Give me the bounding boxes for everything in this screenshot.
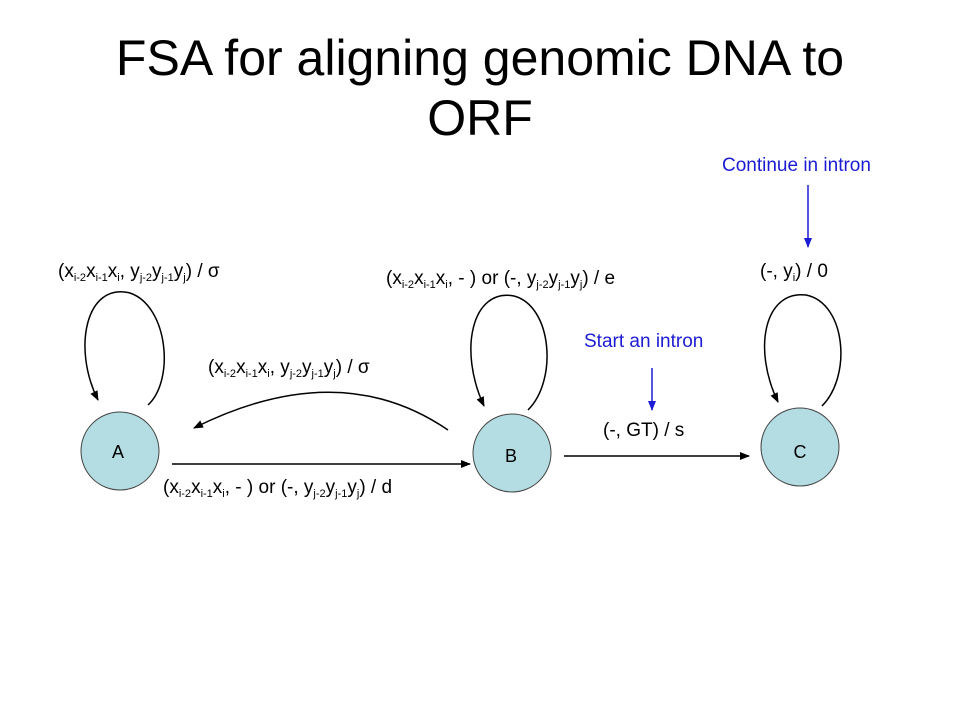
- subscript: i-2: [178, 488, 192, 500]
- subscript: i-2: [73, 272, 87, 284]
- subscript: j-2: [139, 272, 153, 284]
- transition-label-b-self: (xi-2xi-1xi, - ) or (-, yj-2yj-1yj) / e: [386, 268, 616, 291]
- subscript: j-1: [558, 279, 571, 291]
- loop-a: [84, 291, 165, 406]
- subscript: i-1: [423, 279, 436, 291]
- subscript: j: [579, 279, 583, 291]
- subscript: i: [445, 279, 448, 291]
- subscript: j-2: [289, 368, 303, 380]
- state-a-circle: [80, 411, 160, 491]
- state-a-label: A: [111, 442, 124, 462]
- subscript: j-1: [161, 272, 174, 284]
- loop-c: [763, 294, 842, 407]
- subscript: i-1: [245, 368, 258, 380]
- transition-label-b-to-c: (-, GT) / s: [603, 420, 685, 441]
- subscript: i: [222, 488, 225, 500]
- title-line-1: FSA for aligning genomic DNA to: [115, 30, 845, 86]
- loop-b: [470, 294, 548, 411]
- transition-label-b-to-a: (xi-2xi-1xi, yj-2yj-1yj) / σ: [208, 357, 370, 380]
- continue-in-intron-label: Continue in intron: [722, 155, 871, 176]
- subscript: j-2: [313, 488, 326, 500]
- page-title: FSA for aligning genomic DNA to ORF: [40, 28, 920, 148]
- subscript: j-2: [536, 279, 549, 291]
- title-line-2: ORF: [427, 90, 533, 146]
- subscript: i: [792, 272, 796, 284]
- subscript: i: [117, 272, 120, 284]
- transition-label-c-self: (-, yi) / 0: [760, 261, 828, 284]
- start-an-intron-label: Start an intron: [584, 331, 704, 352]
- arrow-b-to-a: [193, 391, 449, 431]
- state-c-circle: [760, 407, 840, 487]
- transition-label-a-to-b: (xi-2xi-1xi, - ) or (-, yj-2yj-1yj) / d: [163, 477, 393, 500]
- state-b-circle: [472, 413, 552, 493]
- subscript: i: [267, 368, 270, 380]
- state-b-label: B: [504, 446, 517, 466]
- subscript: i-2: [223, 368, 237, 380]
- subscript: i-1: [95, 272, 108, 284]
- subscript: j: [183, 272, 186, 284]
- subscript: i-2: [401, 279, 415, 291]
- subscript: j-1: [311, 368, 324, 380]
- subscript: i-1: [200, 488, 213, 500]
- subscript: j: [333, 368, 336, 380]
- state-c-label: C: [793, 442, 807, 462]
- subscript: j-1: [335, 488, 348, 500]
- transition-label-a-self: (xi-2xi-1xi, yj-2yj-1yj) / σ: [58, 261, 220, 284]
- subscript: j: [356, 488, 360, 500]
